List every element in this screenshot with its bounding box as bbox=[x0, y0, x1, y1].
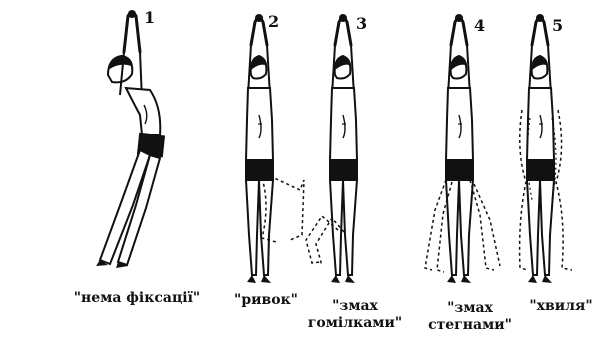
figure-1 bbox=[96, 10, 165, 268]
figure-number-2: 2 bbox=[268, 14, 279, 30]
caption-line: "змах bbox=[420, 300, 520, 317]
caption-line: "ривок" bbox=[226, 292, 306, 309]
caption-line: стегнами" bbox=[420, 317, 520, 334]
figure-5 bbox=[520, 14, 572, 283]
caption-line: "нема фіксації" bbox=[72, 290, 202, 307]
figure-number-1: 1 bbox=[144, 10, 155, 26]
figure-3 bbox=[306, 14, 358, 283]
caption-figure-1: "нема фіксації" bbox=[72, 290, 202, 307]
figure-number-3: 3 bbox=[356, 16, 367, 32]
figure-number-4: 4 bbox=[474, 18, 485, 34]
figure-number-5: 5 bbox=[552, 18, 563, 34]
caption-line: "хвиля" bbox=[518, 298, 604, 315]
caption-line: "змах bbox=[300, 298, 410, 315]
figure-2 bbox=[245, 14, 304, 283]
figure-4 bbox=[425, 14, 500, 283]
caption-figure-2: "ривок" bbox=[226, 292, 306, 309]
caption-figure-3: "змах гомілками" bbox=[300, 298, 410, 332]
caption-figure-5: "хвиля" bbox=[518, 298, 604, 315]
caption-line: гомілками" bbox=[300, 315, 410, 332]
caption-figure-4: "змах стегнами" bbox=[420, 300, 520, 334]
